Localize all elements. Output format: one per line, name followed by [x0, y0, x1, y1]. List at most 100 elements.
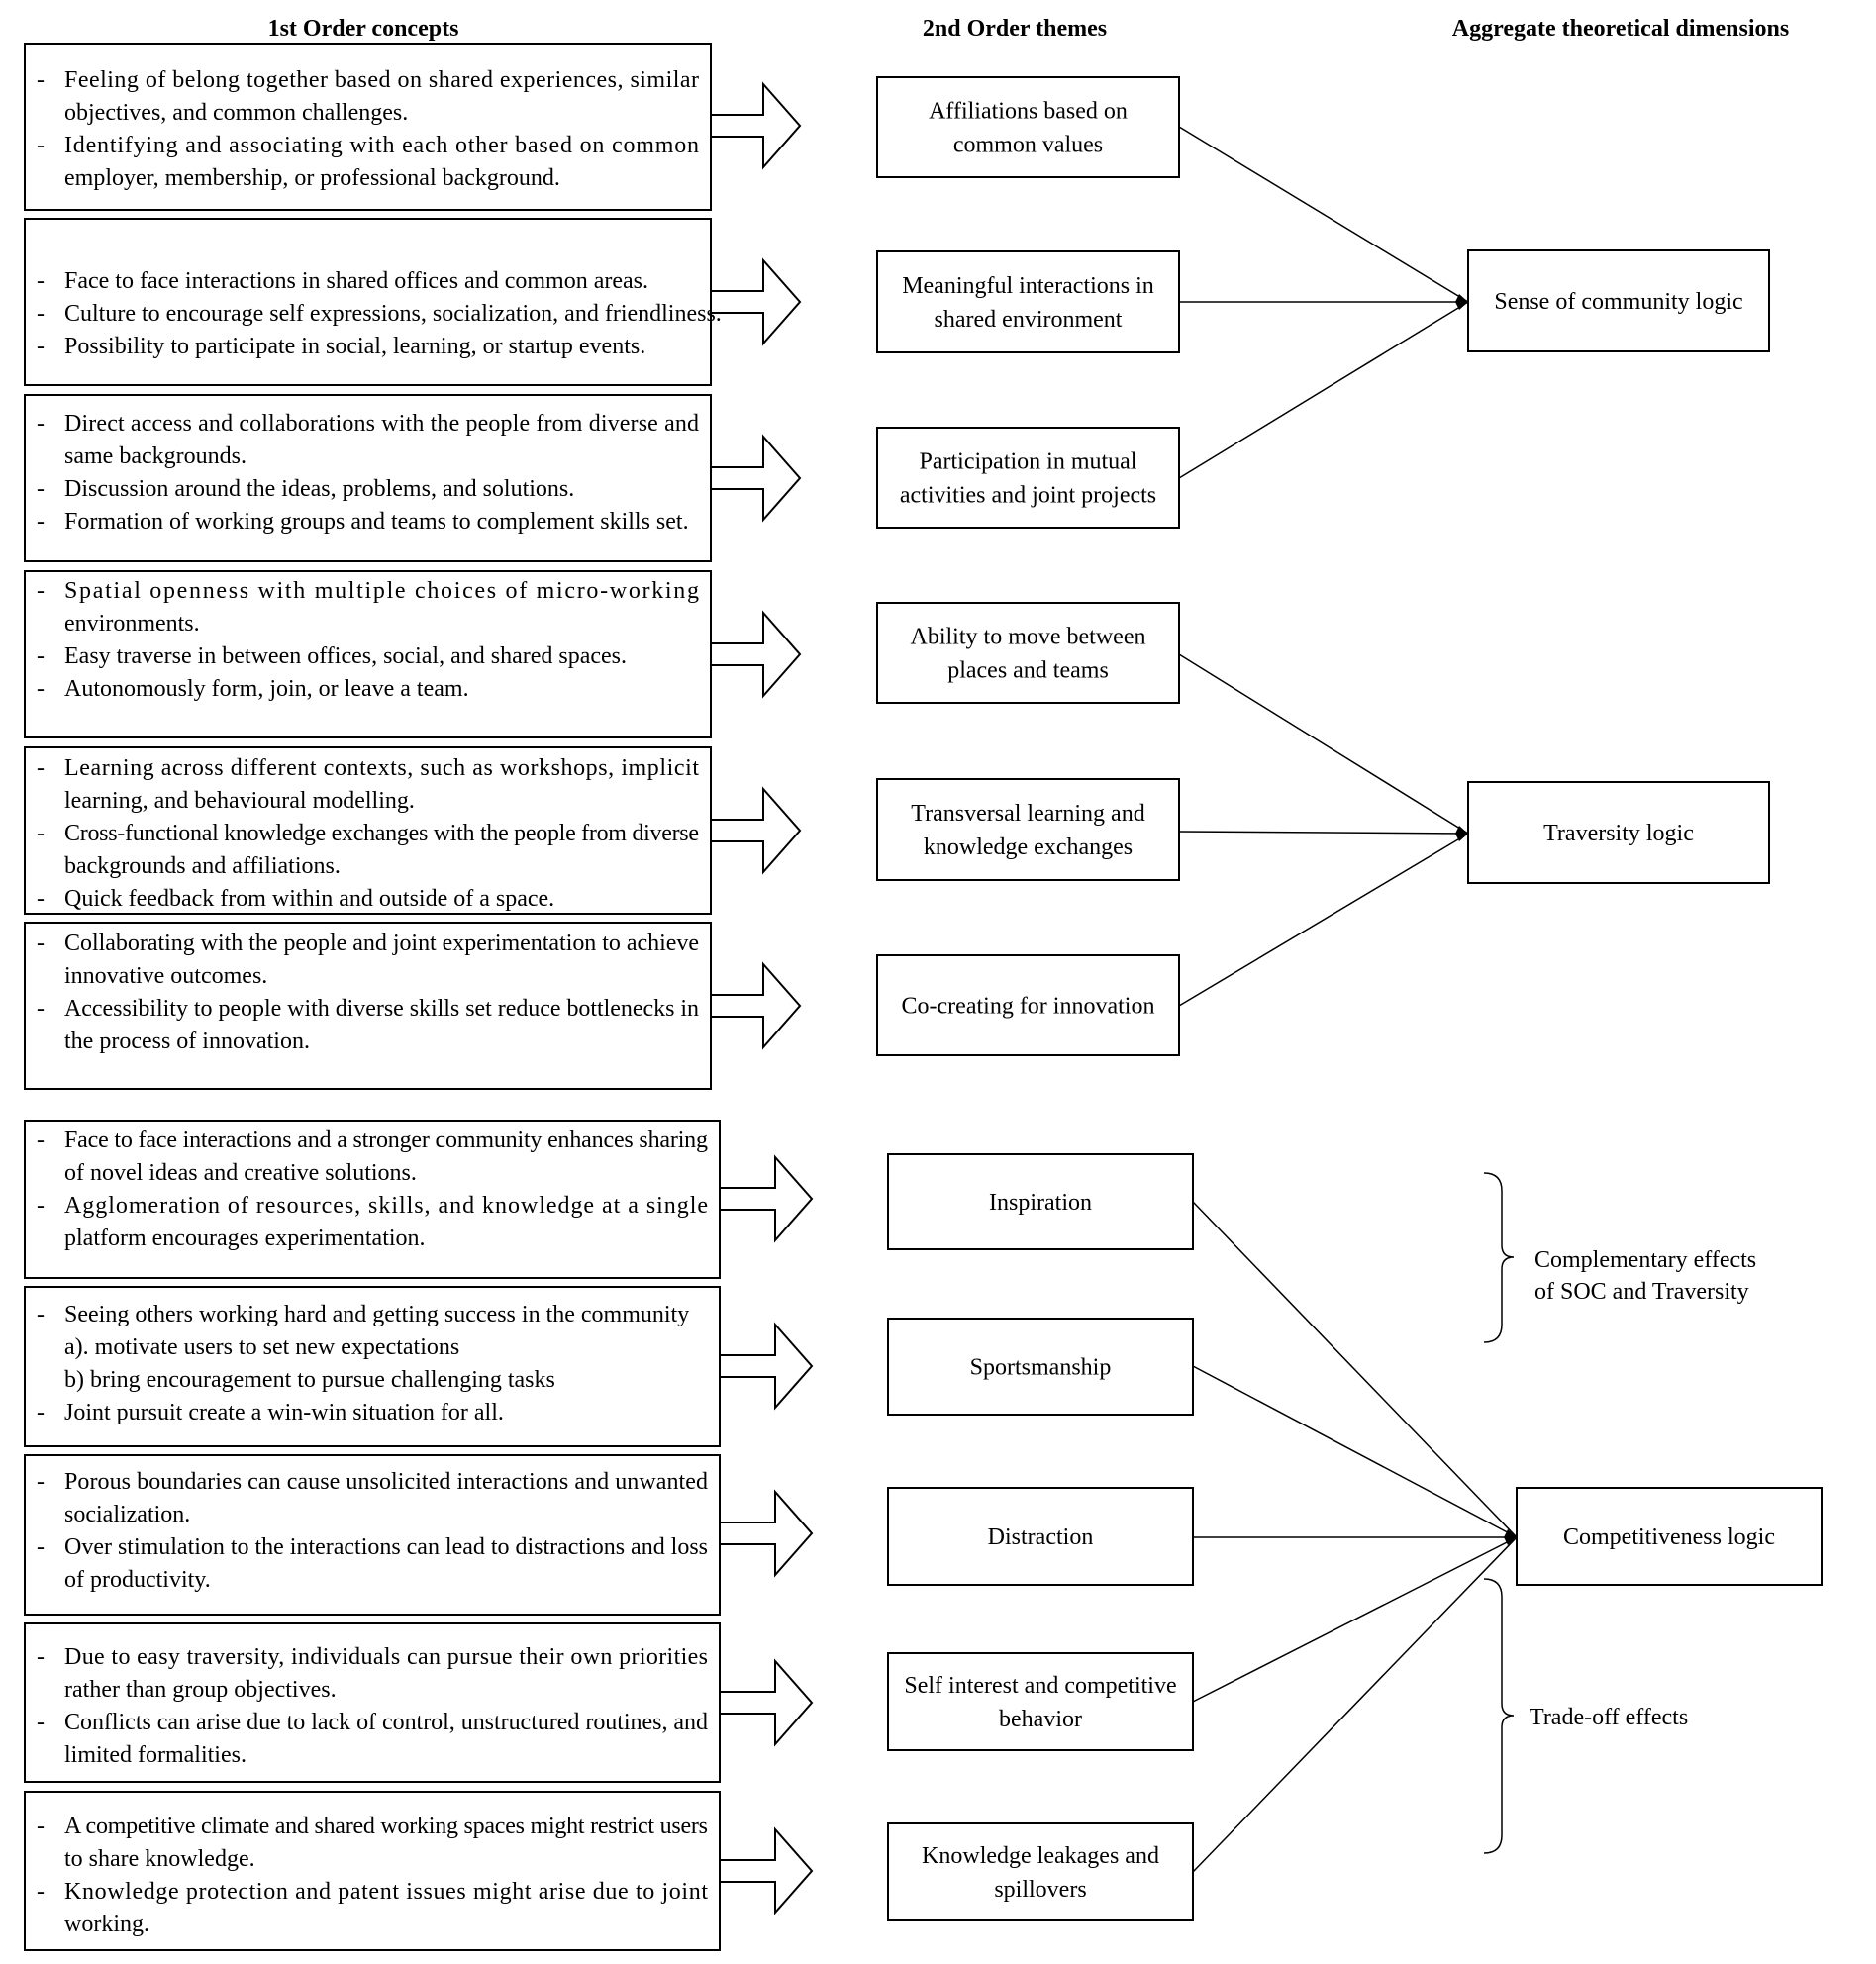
bullet-dash: - — [37, 476, 45, 502]
concept-box-3: -Direct access and collaborations with t… — [24, 394, 712, 562]
theme-box-frame — [887, 1153, 1194, 1250]
concept-text: Feeling of belong together based on shar… — [64, 67, 699, 93]
concept-box-frame — [24, 218, 712, 386]
bullet-dash: - — [37, 1302, 45, 1327]
concept-text: Easy traverse in between offices, social… — [64, 643, 627, 669]
dimension-label: Sense of community logic — [1494, 289, 1742, 315]
concept-text: platform encourages experimentation. — [64, 1226, 426, 1251]
brace-tradeoff — [1483, 1578, 1515, 1854]
concept-text: Possibility to participate in social, le… — [64, 334, 645, 359]
theme-box-6: Co-creating for innovation — [876, 954, 1180, 1056]
arrow-11 — [719, 1826, 814, 1915]
bullet-dash: - — [37, 1879, 45, 1905]
concept-text: same backgrounds. — [64, 443, 247, 469]
brace-label-complementary: of SOC and Traversity — [1534, 1279, 1749, 1305]
arrowhead — [1455, 826, 1468, 841]
concept-box-frame — [24, 746, 712, 915]
theme-label: Co-creating for innovation — [902, 994, 1155, 1020]
arrow-3 — [710, 434, 802, 523]
header-aggregate: Aggregate theoretical dimensions — [1452, 16, 1789, 42]
concept-box-frame — [24, 1120, 721, 1279]
bullet-dash: - — [37, 133, 45, 158]
concept-text: of novel ideas and creative solutions. — [64, 1160, 417, 1186]
concept-text: Spatial openness with multiple choices o… — [64, 578, 699, 604]
concept-text: Culture to encourage self expressions, s… — [64, 301, 722, 327]
bullet-dash: - — [37, 643, 45, 669]
concept-box-frame — [24, 1622, 721, 1783]
concept-text: a). motivate users to set new expectatio… — [64, 1334, 459, 1360]
dimension-box-frame — [1467, 249, 1770, 352]
bullet-dash: - — [37, 578, 45, 604]
bullet-dash: - — [37, 1128, 45, 1153]
concept-text: the process of innovation. — [64, 1029, 310, 1054]
dimension-label: Competitiveness logic — [1563, 1524, 1775, 1550]
theme-box-frame — [887, 1822, 1194, 1921]
arrowhead — [1455, 294, 1468, 310]
bullet-dash: - — [37, 411, 45, 437]
concept-box-11: -A competitive climate and shared workin… — [24, 1791, 721, 1951]
theme-label: Inspiration — [989, 1190, 1092, 1216]
concept-text: Due to easy traversity, individuals can … — [64, 1644, 708, 1670]
concept-box-frame — [24, 570, 712, 738]
bullet-dash: - — [37, 931, 45, 956]
concept-text: innovative outcomes. — [64, 963, 267, 989]
theme-label: Sportsmanship — [970, 1355, 1112, 1381]
theme-label: Meaningful interactions in — [902, 273, 1154, 299]
arrow-6 — [710, 961, 802, 1050]
theme-label: Participation in mutual — [920, 449, 1137, 475]
bullet-dash: - — [37, 1814, 45, 1839]
concept-text: backgrounds and affiliations. — [64, 853, 341, 879]
concept-box-frame — [24, 394, 712, 562]
bullet-dash: - — [37, 1193, 45, 1219]
arrow-2 — [710, 257, 802, 346]
bullet-dash: - — [37, 1400, 45, 1425]
concept-text: Identifying and associating with each ot… — [64, 133, 699, 158]
concept-text: rather than group objectives. — [64, 1677, 337, 1703]
concept-text: Discussion around the ideas, problems, a… — [64, 476, 574, 502]
theme-box-frame — [887, 1487, 1194, 1586]
concept-box-9: -Porous boundaries can cause unsolicited… — [24, 1454, 721, 1616]
theme-box-8: Sportsmanship — [887, 1318, 1194, 1416]
arrow-10 — [719, 1658, 814, 1747]
concept-box-frame — [24, 922, 712, 1090]
connector-line — [1192, 1201, 1518, 1538]
bullet-dash: - — [37, 67, 45, 93]
concept-text: of productivity. — [64, 1567, 211, 1593]
connector-line — [1178, 653, 1469, 835]
concept-text: objectives, and common challenges. — [64, 100, 408, 126]
connector-line — [1178, 301, 1469, 479]
theme-box-11: Knowledge leakages and spillovers — [887, 1822, 1194, 1921]
concept-text: Seeing others working hard and getting s… — [64, 1302, 689, 1327]
concept-text: employer, membership, or professional ba… — [64, 165, 560, 191]
concept-box-frame — [24, 43, 712, 211]
dimension-box-3: Competitiveness logic — [1516, 1487, 1823, 1586]
connector-line — [1192, 1365, 1518, 1538]
theme-box-frame — [876, 602, 1180, 704]
theme-label: Transversal learning and — [911, 801, 1144, 827]
concept-text: limited formalities. — [64, 1742, 247, 1768]
theme-label: Knowledge leakages and — [922, 1843, 1159, 1869]
concept-text: socialization. — [64, 1502, 190, 1527]
concept-text: A competitive climate and shared working… — [64, 1814, 708, 1839]
connector-line — [1178, 833, 1469, 1007]
theme-box-frame — [876, 778, 1180, 881]
theme-label: spillovers — [994, 1877, 1086, 1903]
theme-label: Ability to move between — [911, 625, 1146, 650]
arrow-4 — [710, 610, 802, 699]
theme-label: behavior — [999, 1707, 1082, 1732]
theme-box-frame — [876, 427, 1180, 529]
concept-box-1: -Feeling of belong together based on sha… — [24, 43, 712, 211]
arrow-9 — [719, 1489, 814, 1578]
theme-label: Affiliations based on — [929, 99, 1128, 125]
connector-line — [1192, 1536, 1518, 1873]
theme-box-frame — [876, 76, 1180, 178]
bullet-dash: - — [37, 755, 45, 781]
arrow-7 — [719, 1154, 814, 1243]
concept-text: Face to face interactions in shared offi… — [64, 268, 648, 294]
theme-box-7: Inspiration — [887, 1153, 1194, 1250]
arrow-1 — [710, 81, 802, 170]
